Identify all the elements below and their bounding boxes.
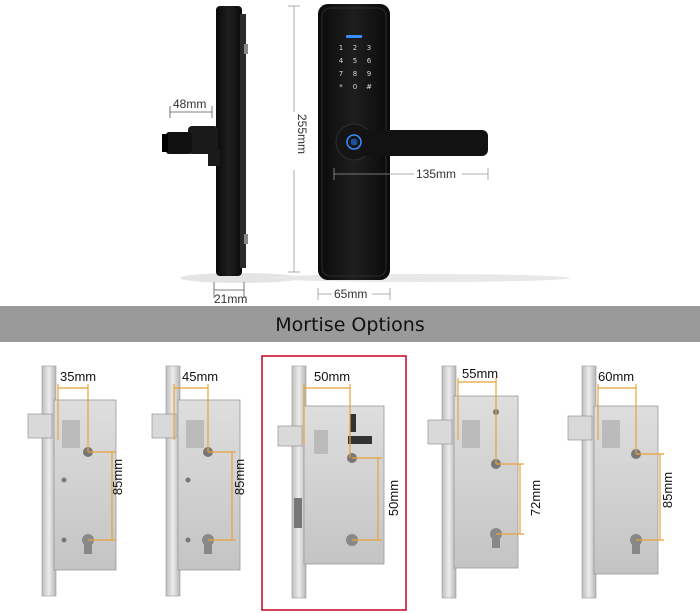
center-label-2: 85mm <box>232 459 247 495</box>
center-label-5: 85mm <box>660 472 675 508</box>
svg-text:*: * <box>339 83 343 91</box>
keypad: 1 2 3 4 5 6 7 8 9 * 0 # <box>339 44 372 91</box>
mortise-options-banner: Mortise Options <box>0 306 700 342</box>
mortise-option-5: 60mm 85mm <box>567 365 675 599</box>
backset-label-2: 45mm <box>182 369 218 384</box>
svg-text:1: 1 <box>339 44 343 52</box>
dim-65-label: 65mm <box>334 287 367 301</box>
backset-label-4: 55mm <box>462 366 498 381</box>
svg-text:#: # <box>366 83 372 91</box>
svg-text:4: 4 <box>339 57 344 65</box>
dim-48-label: 48mm <box>173 97 206 111</box>
svg-text:3: 3 <box>367 44 371 52</box>
svg-text:5: 5 <box>353 57 357 65</box>
svg-text:8: 8 <box>353 70 357 78</box>
dim-21-label: 21mm <box>214 292 247 306</box>
backset-label-3: 50mm <box>314 369 350 384</box>
svg-text:7: 7 <box>339 70 343 78</box>
center-label-3: 50mm <box>386 480 401 516</box>
mortise-option-2: 45mm 85mm <box>151 365 247 597</box>
svg-text:6: 6 <box>367 57 372 65</box>
svg-text:2: 2 <box>353 44 357 52</box>
dimension-21mm: 21mm <box>213 282 247 306</box>
fingerprint-sensor-icon <box>346 134 362 150</box>
mortise-option-3: 50mm 50mm <box>261 355 407 611</box>
dimension-135mm: 135mm <box>333 166 489 181</box>
mortise-option-1: 35mm 85mm <box>27 365 125 597</box>
selected-option-frame <box>261 355 407 611</box>
mortise-option-4: 55mm 72mm <box>427 365 543 599</box>
backset-label-5: 60mm <box>598 369 634 384</box>
lock-side-view <box>162 6 300 283</box>
dimension-255mm: 255mm <box>286 5 309 273</box>
dim-135-label: 135mm <box>416 167 456 181</box>
center-label-1: 85mm <box>110 459 125 495</box>
svg-text:0: 0 <box>353 83 357 91</box>
backset-label-1: 35mm <box>60 369 96 384</box>
dim-255-label: 255mm <box>295 114 309 154</box>
lock-front-view: 1 2 3 4 5 6 7 8 9 * 0 # <box>270 4 570 282</box>
center-label-4: 72mm <box>528 480 543 516</box>
dimension-65mm: 65mm <box>317 287 391 301</box>
svg-text:9: 9 <box>367 70 371 78</box>
banner-title: Mortise Options <box>275 314 425 336</box>
dimension-48mm: 48mm <box>169 97 213 118</box>
